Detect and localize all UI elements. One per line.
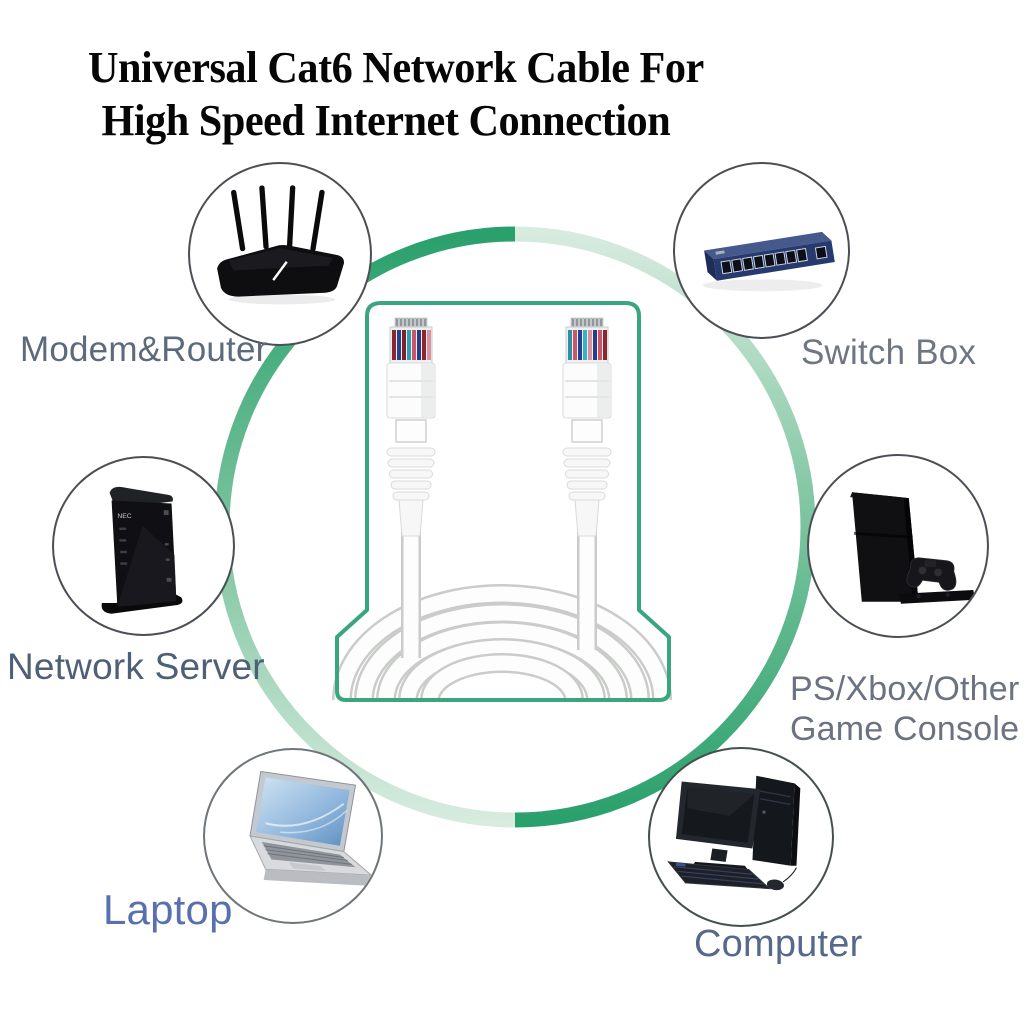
svg-text:NEC: NEC (117, 513, 131, 520)
network-switch-icon (702, 231, 835, 292)
device-circle-modem-router (188, 162, 372, 346)
server-icon: NEC (101, 486, 183, 614)
device-circle-laptop (203, 748, 383, 924)
page-title: Universal Cat6 Network Cable For High Sp… (88, 42, 704, 148)
device-circle-game-console (807, 454, 989, 638)
cable-coil (332, 584, 672, 701)
device-circle-computer (648, 747, 834, 927)
device-circle-switch-box (673, 162, 850, 339)
desktop-computer-icon (667, 775, 801, 891)
cable-runs (401, 528, 597, 658)
label-modem-router: Modem&Router (20, 330, 268, 369)
title-line-2: High Speed Internet Connection (101, 95, 671, 145)
rj45-connector-right (562, 317, 612, 537)
label-switch-box: Switch Box (801, 333, 977, 372)
label-game-console-line-2: Game Console (790, 710, 1020, 749)
game-controller (906, 557, 957, 591)
connector-boot (386, 447, 436, 537)
router-icon (217, 185, 344, 305)
label-game-console-line-1: PS/Xbox/Other (790, 670, 1020, 708)
connector-boot (562, 447, 612, 537)
label-network-server: Network Server (7, 646, 265, 687)
ethernet-cable-icon (332, 301, 672, 702)
device-circle-network-server: NEC (52, 456, 235, 636)
label-computer: Computer (694, 923, 863, 965)
rj45-connector-left (386, 317, 436, 537)
label-game-console: PS/Xbox/Other Game Console (790, 669, 1020, 749)
laptop-icon (249, 770, 373, 886)
cable-frame (335, 301, 671, 702)
game-console-icon (850, 492, 976, 604)
title-line-1: Universal Cat6 Network Cable For (88, 43, 704, 92)
label-laptop: Laptop (103, 886, 233, 933)
